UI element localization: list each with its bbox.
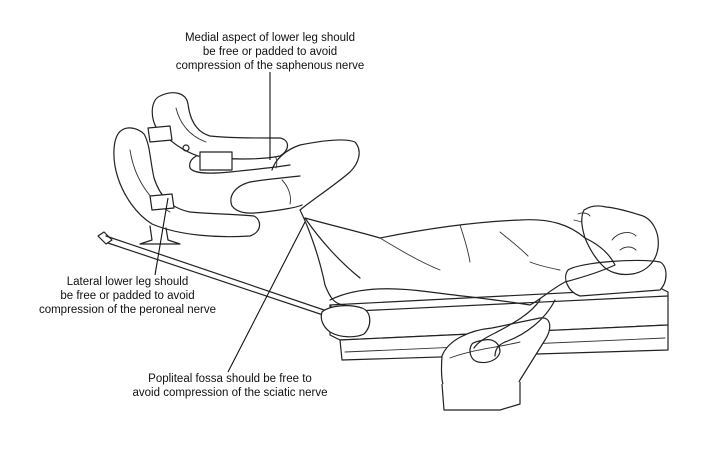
annotation-line: avoid compression of the sciatic nerve	[132, 387, 328, 399]
patient-body	[304, 217, 616, 306]
patient-head	[573, 205, 659, 276]
annotation-line: compression of the saphenous nerve	[175, 60, 365, 72]
stirrup-bar	[97, 231, 371, 338]
annotation-line: Medial aspect of lower leg should	[184, 32, 356, 44]
sciatic-leader-line	[227, 221, 306, 373]
patient-thighs	[271, 139, 361, 306]
annotation-line: Popliteal fossa should be free to	[148, 373, 312, 385]
sciatic-nerve-annotation: Popliteal fossa should be free to avoid …	[100, 372, 360, 400]
arm-board	[440, 317, 551, 411]
peroneal-leader-line	[154, 197, 169, 276]
saphenous-nerve-annotation: Medial aspect of lower leg should be fre…	[140, 31, 400, 73]
annotation-line: compression of the peroneal nerve	[38, 304, 217, 316]
near-stirrup	[113, 127, 261, 245]
patient-arm	[469, 299, 556, 364]
near-leg	[230, 175, 303, 214]
far-stirrup	[147, 92, 289, 171]
annotation-line: be free or padded to avoid	[202, 46, 338, 58]
annotation-line: Lateral lower leg should	[66, 276, 189, 288]
annotation-line: be free or padded to avoid	[60, 290, 195, 302]
head-pad	[565, 259, 667, 297]
peroneal-nerve-annotation: Lateral lower leg should be free or padd…	[0, 275, 255, 317]
